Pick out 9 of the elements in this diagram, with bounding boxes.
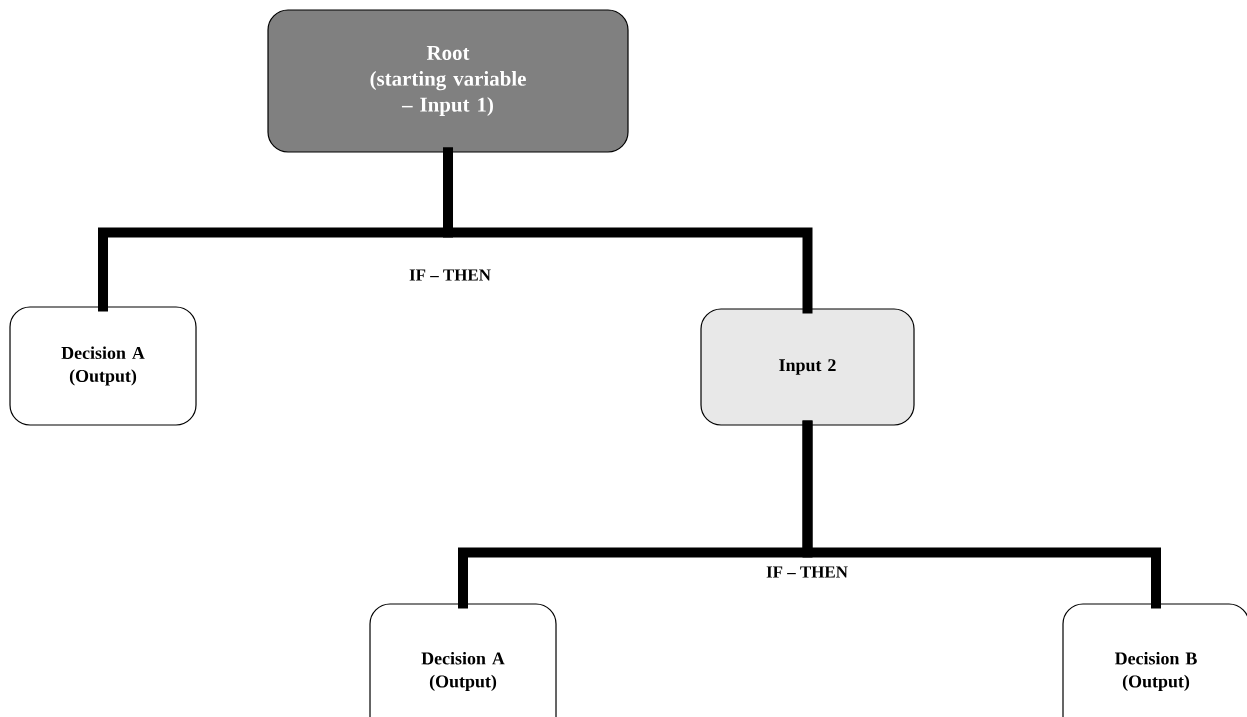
decision-box: Decision A (Output) xyxy=(369,603,557,717)
decision-box: Decision A (Output) xyxy=(9,306,197,426)
branch-label: IF – THEN xyxy=(409,269,491,281)
connector xyxy=(802,420,1161,609)
connector xyxy=(443,147,813,314)
branch-label: IF – THEN xyxy=(766,566,848,578)
decision-box: Decision B (Output) xyxy=(1062,603,1247,717)
input-box: Input 2 xyxy=(700,308,915,426)
root-box: Root (starting variable – Input 1) xyxy=(267,9,629,153)
